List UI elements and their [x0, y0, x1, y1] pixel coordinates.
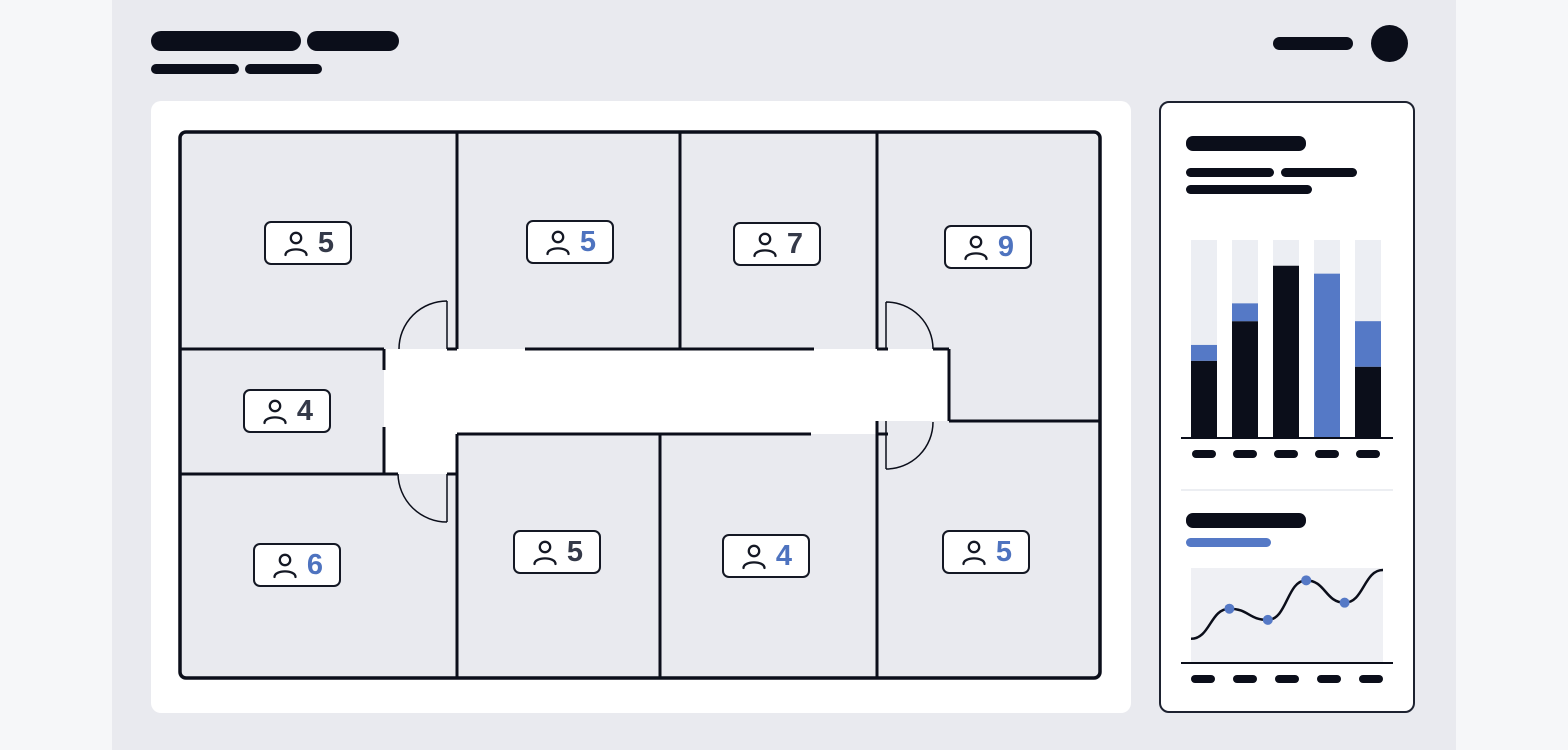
x-tick-label-placeholder [1233, 675, 1257, 683]
bar-segment-secondary [1191, 344, 1217, 361]
bar-chart [1181, 240, 1393, 458]
trend-point [1224, 603, 1235, 614]
analytics-panel [1159, 101, 1415, 713]
x-tick-label-placeholder [1275, 675, 1299, 683]
room-occupancy-count: 4 [296, 394, 314, 427]
room-badge-r4[interactable]: 9 [944, 225, 1032, 269]
corridor [384, 349, 949, 474]
room-occupancy-count: 5 [579, 225, 597, 258]
room-occupancy-count: 9 [997, 230, 1015, 263]
avatar-icon[interactable] [1371, 25, 1408, 62]
panel-divider [1181, 489, 1393, 491]
walls [178, 130, 1102, 680]
bar-segment-secondary [1232, 303, 1258, 322]
x-tick-label-placeholder [1274, 450, 1298, 458]
room-badge-r9[interactable]: 5 [942, 530, 1030, 574]
page-subtitle-placeholder-2 [245, 64, 322, 74]
x-tick-label-placeholder [1317, 675, 1341, 683]
floor-plan-card [151, 101, 1131, 713]
x-tick-label-placeholder [1359, 675, 1383, 683]
person-icon [546, 230, 570, 256]
door-r1 [398, 300, 448, 350]
person-icon [964, 235, 988, 261]
x-tick-label-placeholder [1192, 450, 1216, 458]
room-badge-r6[interactable]: 6 [253, 543, 341, 587]
person-icon [742, 544, 766, 570]
trend-point [1339, 597, 1350, 608]
room-occupancy-count: 5 [995, 535, 1013, 568]
bar-segment-secondary [1355, 321, 1381, 367]
trend-point [1262, 614, 1273, 625]
door-swings [397, 300, 934, 523]
user-name-placeholder[interactable] [1273, 37, 1353, 50]
panel-title-placeholder [1186, 136, 1306, 151]
x-tick-label-placeholder [1356, 450, 1380, 458]
person-icon [263, 399, 287, 425]
bar-segment-secondary [1314, 273, 1340, 438]
bar-segment-primary [1273, 265, 1299, 438]
panel-subtitle-placeholder-3 [1186, 185, 1312, 194]
door-r6 [397, 473, 448, 523]
room-occupancy-count: 7 [786, 227, 804, 260]
bar-segment-primary [1191, 360, 1217, 438]
person-icon [533, 540, 557, 566]
panel-subtitle-placeholder [1186, 168, 1274, 177]
page-title-placeholder [151, 31, 301, 51]
trend-line [1190, 568, 1384, 641]
page-subtitle-placeholder [151, 64, 239, 74]
room-badge-r2[interactable]: 5 [526, 220, 614, 264]
x-tick-label-placeholder [1315, 450, 1339, 458]
line-chart [1181, 568, 1393, 683]
x-tick-label-placeholder [1233, 450, 1257, 458]
room-badge-r3[interactable]: 7 [733, 222, 821, 266]
person-icon [962, 540, 986, 566]
person-icon [284, 231, 308, 257]
page-title-placeholder-2 [307, 31, 399, 51]
trend-point [1301, 575, 1312, 586]
bar-segment-primary [1232, 321, 1258, 438]
person-icon [753, 232, 777, 258]
panel-subtitle-placeholder-2 [1281, 168, 1357, 177]
room-occupancy-count: 5 [566, 535, 584, 568]
trend-subtitle-placeholder [1186, 538, 1271, 547]
room-badge-r8[interactable]: 4 [722, 534, 810, 578]
room-badge-r5[interactable]: 4 [243, 389, 331, 433]
door-r9 [885, 421, 934, 470]
door-r4 [885, 301, 934, 350]
bar-segment-primary [1355, 366, 1381, 438]
trend-title-placeholder [1186, 513, 1306, 528]
room-badge-r7[interactable]: 5 [513, 530, 601, 574]
person-icon [273, 553, 297, 579]
room-occupancy-count: 4 [775, 539, 793, 572]
room-occupancy-count: 5 [317, 226, 335, 259]
room-badge-r1[interactable]: 5 [264, 221, 352, 265]
room-occupancy-count: 6 [306, 548, 324, 581]
plot-area [1191, 568, 1383, 662]
x-tick-label-placeholder [1191, 675, 1215, 683]
